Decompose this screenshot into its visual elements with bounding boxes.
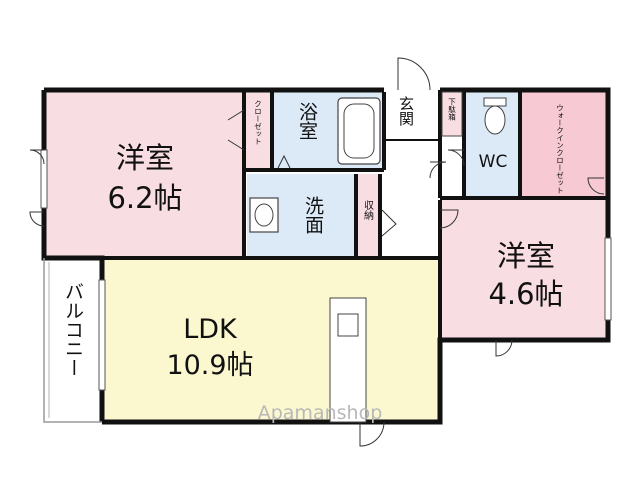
- closet-label: クローゼット: [253, 100, 262, 145]
- window-ldk-left: [98, 279, 106, 391]
- western-room-6-name: 洋室: [116, 141, 174, 175]
- wc-label: WC: [479, 152, 508, 172]
- balcony-label: バルコニー: [62, 282, 84, 377]
- door-storage[interactable]: [381, 209, 397, 237]
- door-closet[interactable]: [227, 109, 245, 151]
- door-walkin[interactable]: [587, 177, 605, 195]
- walkin-closet-fill: [522, 92, 606, 196]
- storage-label: 収納: [362, 200, 374, 221]
- door-western-6-left-b[interactable]: [29, 211, 45, 227]
- ldk-name: LDK: [183, 314, 238, 345]
- balcony-outline: [43, 258, 102, 423]
- shoebox-fill: [442, 92, 462, 136]
- storage-fill: [356, 174, 378, 256]
- walkin-closet-label: ウォークインクローゼット: [555, 104, 564, 194]
- door-western-6-left-a[interactable]: [29, 149, 45, 165]
- washbasin: [249, 197, 279, 233]
- western-room-4-fill: [442, 200, 606, 338]
- kitchen-counter: [329, 297, 367, 423]
- ldk-fill: [104, 260, 438, 422]
- western-room-4-size: 4.6帖: [488, 277, 563, 311]
- western-room-6-fill: [46, 92, 244, 256]
- western-room-6-size: 6.2帖: [107, 181, 182, 215]
- entrance-label: 玄関: [397, 96, 415, 127]
- watermark: Apamanshop: [258, 402, 383, 424]
- toilet-tank: [483, 97, 507, 107]
- door-ldk-bottom[interactable]: [359, 421, 385, 447]
- bathtub-inner: [343, 103, 375, 159]
- door-western-4[interactable]: [439, 209, 459, 229]
- western-room-4-name: 洋室: [497, 239, 555, 273]
- ldk-size: 10.9帖: [166, 350, 253, 381]
- window-right: [604, 237, 612, 321]
- washbasin-bowl: [254, 203, 274, 227]
- door-hall[interactable]: [429, 161, 447, 179]
- closet-fill: [244, 92, 270, 168]
- shoebox-shelf: [441, 91, 463, 137]
- shoebox-label: 下駄箱: [447, 98, 456, 122]
- kitchen-sink: [337, 313, 359, 337]
- window-left: [40, 149, 48, 209]
- door-western-4-bottom[interactable]: [495, 339, 513, 357]
- door-bath[interactable]: [277, 154, 291, 169]
- wash-label: 洗面: [302, 196, 324, 234]
- bath-label: 浴室: [296, 102, 318, 140]
- bathtub: [337, 97, 381, 165]
- door-entrance-top[interactable]: [397, 57, 431, 91]
- interior-walls: [102, 90, 608, 340]
- toilet-bowl: [484, 105, 506, 135]
- door-wc[interactable]: [447, 149, 465, 167]
